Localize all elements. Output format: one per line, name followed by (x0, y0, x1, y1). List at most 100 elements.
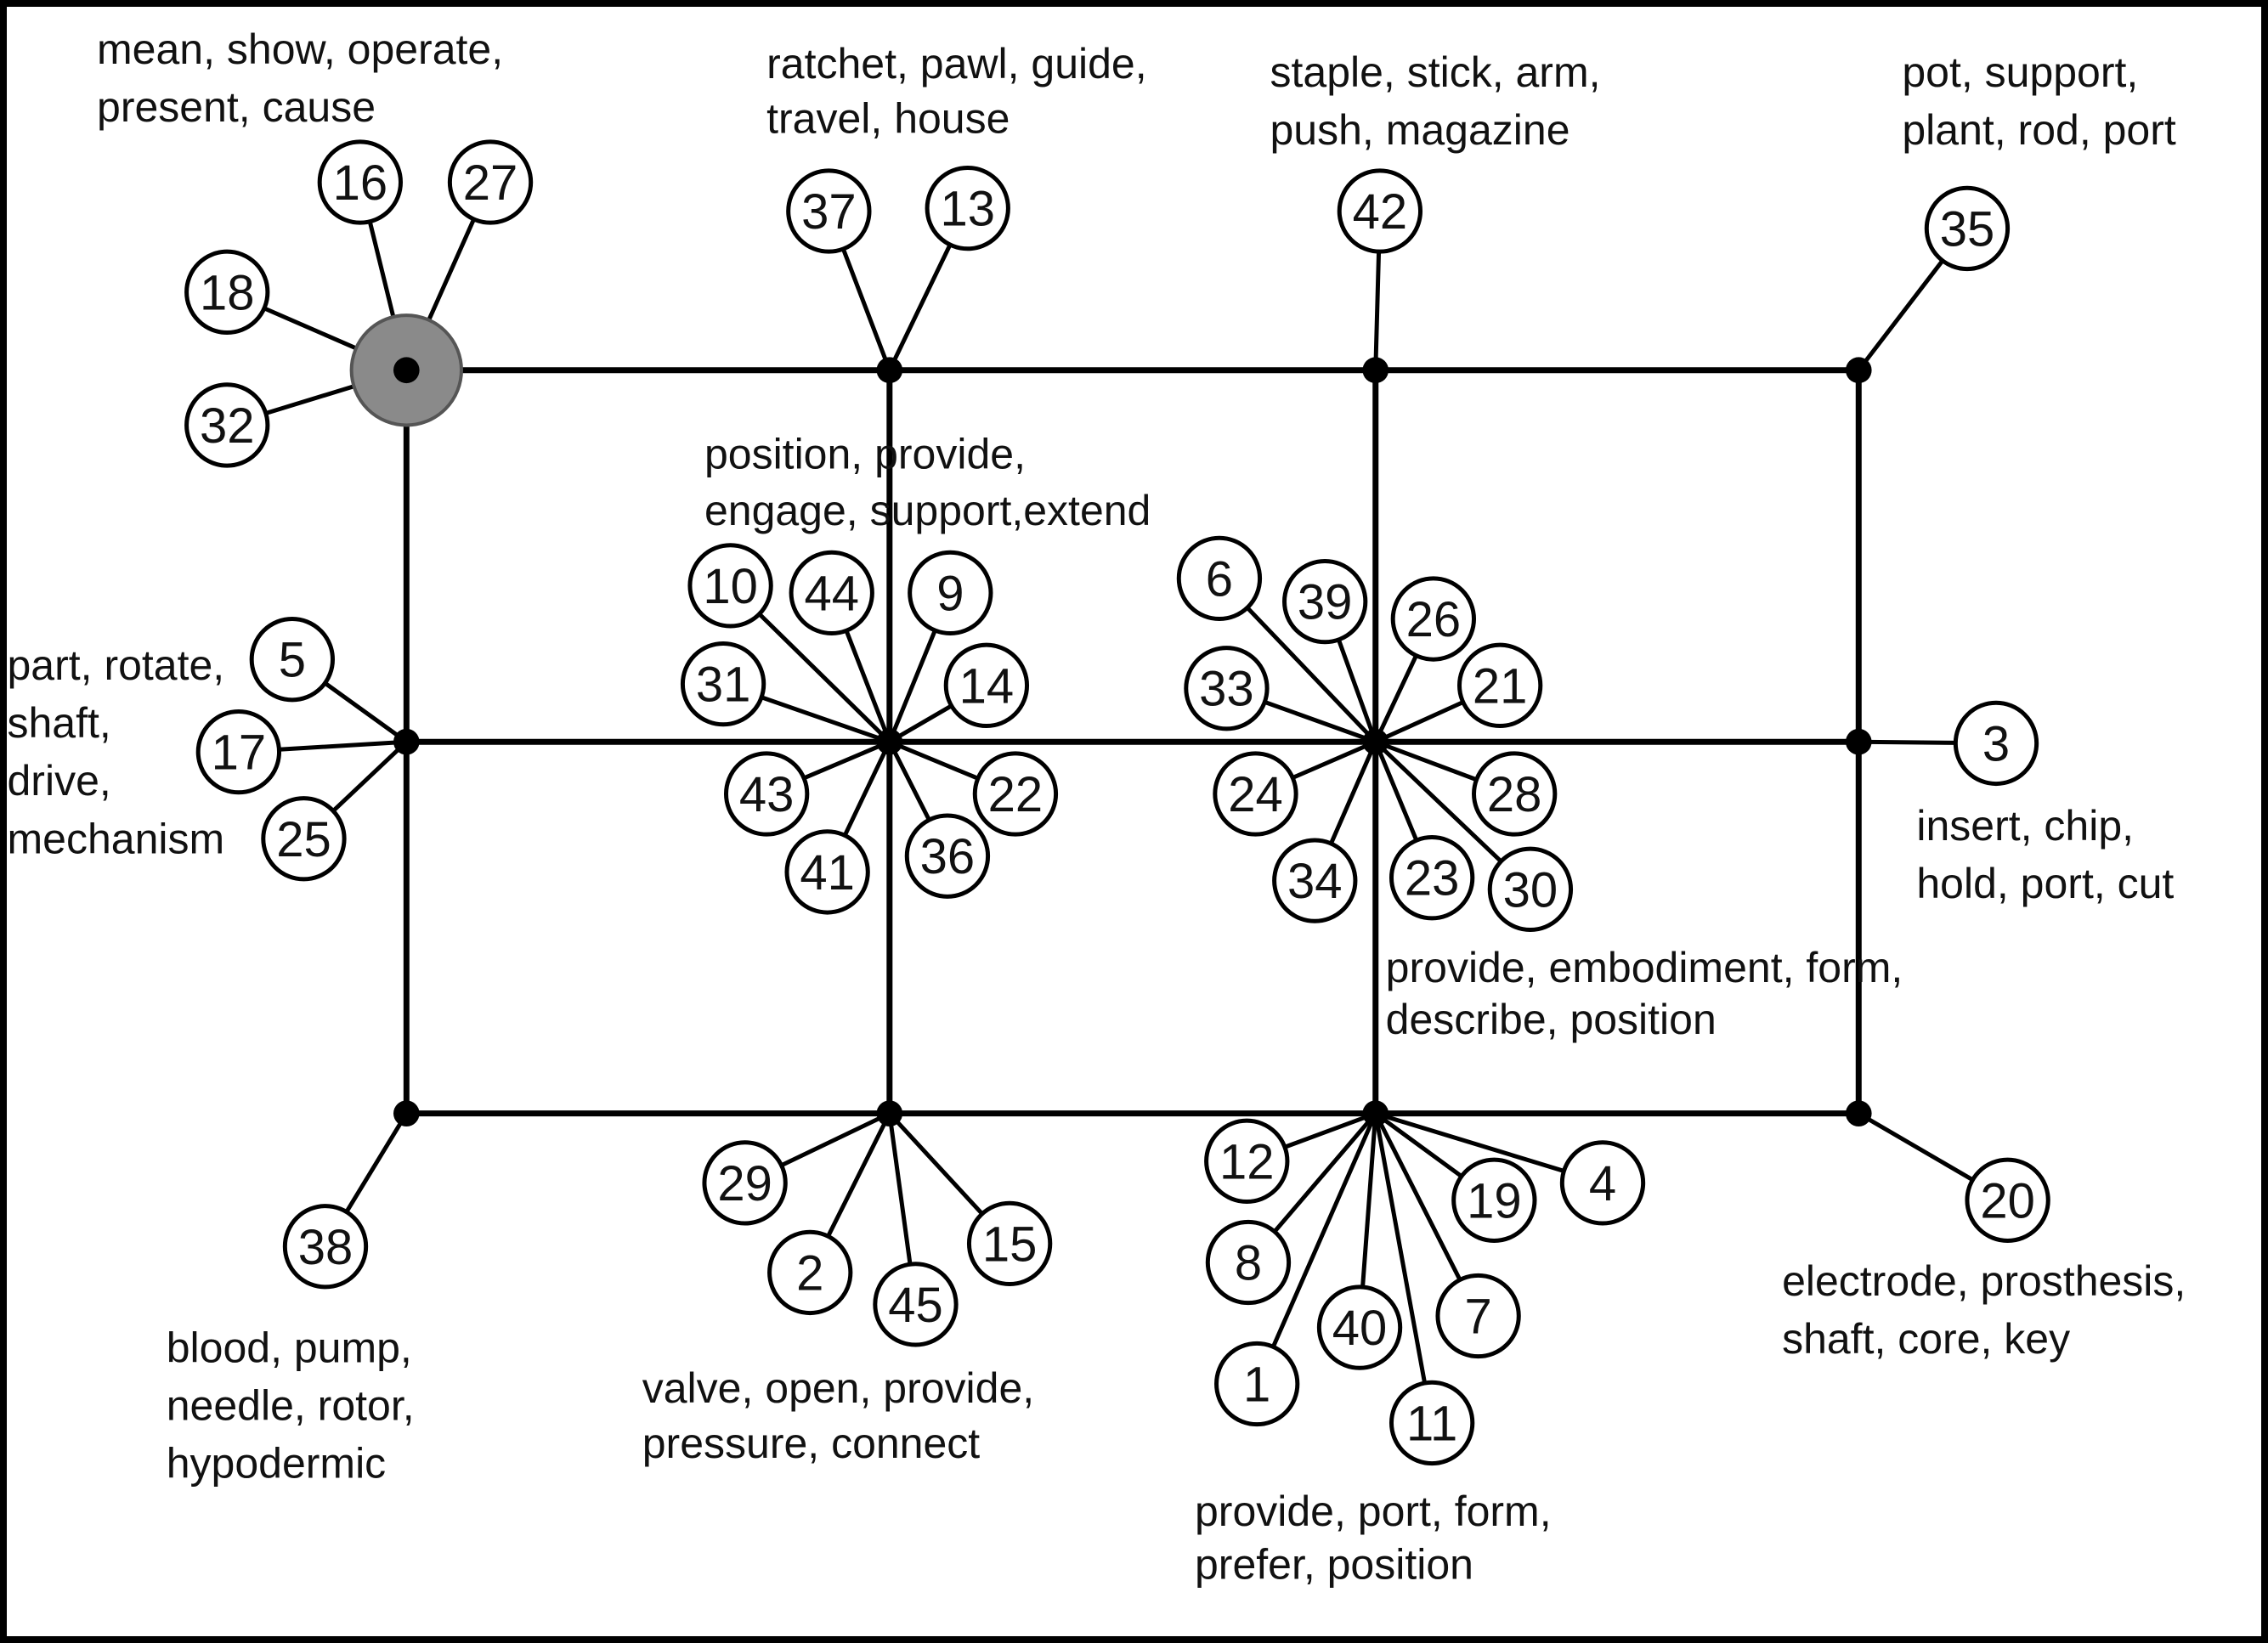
keyword-line: mean, show, operate, (97, 25, 503, 73)
document-node: 4 (1559, 1140, 1646, 1226)
spoke-line (1373, 1111, 1464, 1179)
document-circle (784, 829, 870, 915)
document-number: 37 (801, 184, 857, 240)
keyword-label-n22: position, provide, engage, support,extend (704, 430, 1151, 534)
document-node: 45 (873, 1262, 959, 1347)
keyword-line: valve, open, provide, (642, 1364, 1034, 1412)
document-circle (1487, 846, 1574, 932)
spoke-line (322, 680, 409, 744)
document-node: 35 (1924, 185, 2011, 272)
document-number: 19 (1467, 1173, 1522, 1228)
document-node: 36 (904, 813, 991, 899)
document-number: 29 (717, 1156, 772, 1211)
spoke-line (757, 612, 892, 744)
spoke-line (344, 1111, 409, 1215)
document-node: 19 (1451, 1157, 1537, 1243)
grid-node-n12 (876, 357, 903, 384)
document-node: 9 (908, 550, 993, 636)
spoke-line (840, 246, 892, 373)
keyword-line: prefer, position (1195, 1541, 1473, 1589)
document-node: 25 (261, 796, 347, 882)
document-number: 21 (1473, 658, 1528, 714)
keyword-line: engage, support,extend (704, 487, 1151, 534)
document-node: 30 (1487, 846, 1574, 932)
document-circle (789, 550, 874, 636)
document-number: 1 (1243, 1357, 1270, 1412)
document-number: 26 (1406, 592, 1462, 647)
document-node: 29 (702, 1140, 788, 1226)
keyword-label-n21: part, rotate,shaft,drive,mechanism (8, 641, 225, 862)
document-number: 11 (1406, 1396, 1457, 1451)
spoke-line (1336, 637, 1378, 744)
document-number: 22 (988, 767, 1044, 822)
keyword-line: shaft, (8, 699, 111, 747)
keyword-label-n12: ratchet, pawl, guide,travel, house (766, 40, 1146, 143)
document-number: 3 (1982, 716, 2010, 771)
document-node: 39 (1282, 558, 1368, 645)
keyword-line: pot, support, (1902, 48, 2138, 96)
document-circle (966, 1200, 1053, 1287)
keyword-label-n34: electrode, prosthesis,shaft, core, key (1782, 1257, 2186, 1363)
keyword-line: electrode, prosthesis, (1782, 1257, 2186, 1305)
spoke-line (887, 1111, 985, 1217)
document-number: 41 (800, 845, 855, 901)
document-number: 14 (959, 658, 1015, 714)
document-number: 6 (1206, 551, 1233, 607)
keyword-line: position, provide, (704, 430, 1026, 477)
document-node: 17 (195, 709, 282, 795)
keyword-label-n23: provide, embodiment, form,describe, posi… (1386, 944, 1903, 1043)
grid-node-n31 (393, 1100, 420, 1126)
keyword-line: pressure, connect (642, 1420, 981, 1467)
document-node: 11 (1389, 1380, 1475, 1466)
document-node: 10 (687, 543, 773, 629)
document-circle (1272, 838, 1358, 923)
spoke-line (1272, 1111, 1378, 1234)
document-circle (687, 543, 773, 629)
keyword-line: blood, pump, (167, 1324, 412, 1371)
document-number: 7 (1464, 1289, 1491, 1344)
spoke-line (887, 1111, 913, 1267)
document-node: 33 (1184, 646, 1270, 731)
spoke-line (844, 628, 892, 744)
document-node: 21 (1456, 642, 1543, 728)
spoke-line (1373, 739, 1419, 843)
keyword-line: travel, house (766, 95, 1010, 143)
keyword-label-n13: staple, stick, arm,push, magazine (1270, 48, 1601, 154)
keyword-label-n33: provide, port, form,prefer, position (1195, 1488, 1552, 1589)
document-circle (904, 813, 991, 899)
spoke-line (331, 739, 409, 814)
document-circle (1390, 576, 1477, 662)
document-circle (447, 139, 534, 225)
document-circle (908, 550, 993, 636)
spoke-line (1856, 258, 1945, 373)
grid-node-n32 (876, 1100, 903, 1126)
grid-node-n11 (393, 357, 420, 384)
document-number: 10 (703, 559, 758, 614)
document-circle (184, 382, 270, 468)
document-circle (1435, 1273, 1521, 1359)
document-number: 34 (1287, 854, 1343, 909)
document-number: 39 (1298, 575, 1353, 630)
spoke-line (887, 242, 953, 373)
spoke-line (1373, 1111, 1462, 1282)
document-circle (1389, 1380, 1475, 1466)
document-circle (1953, 700, 2039, 787)
keyword-line: plant, rod, port (1902, 106, 2176, 154)
document-number: 43 (739, 767, 795, 822)
document-number: 30 (1503, 862, 1558, 917)
document-circle (1214, 1341, 1300, 1427)
document-circle (1204, 1118, 1290, 1205)
grid-lines (403, 367, 1862, 1117)
document-number: 17 (212, 726, 267, 781)
keyword-line: describe, position (1386, 996, 1717, 1043)
document-node: 34 (1272, 838, 1358, 923)
document-circle (1559, 1140, 1646, 1226)
grid-node-n13 (1362, 357, 1389, 384)
document-node: 5 (249, 617, 335, 703)
document-circle (925, 165, 1010, 251)
document-number: 45 (888, 1278, 943, 1333)
document-circle (1213, 751, 1298, 837)
document-node: 41 (784, 829, 870, 915)
document-number: 33 (1199, 662, 1254, 717)
document-node: 37 (786, 168, 872, 254)
